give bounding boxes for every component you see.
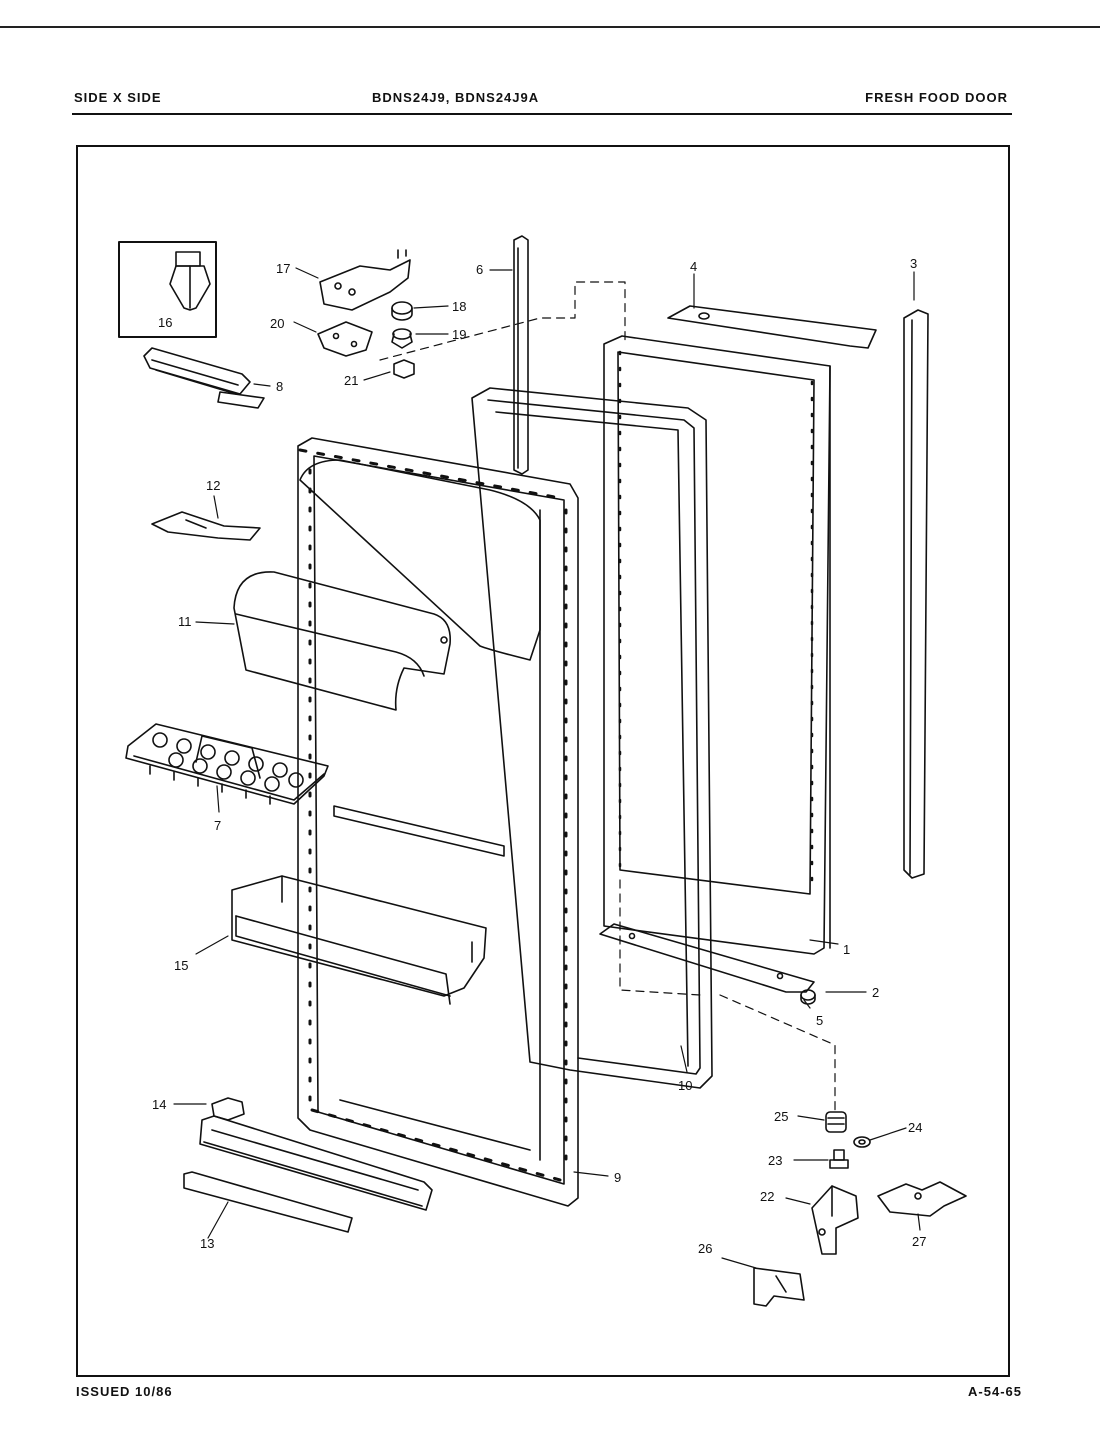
part-label-5: 5 — [816, 1013, 823, 1028]
part-label-17: 17 — [276, 261, 290, 276]
dashed-assembly-lines — [379, 281, 836, 1111]
leader-lines — [173, 267, 921, 1269]
rod-6 — [513, 235, 529, 475]
part-label-11: 11 — [178, 614, 192, 629]
egg-tray-7 — [125, 723, 329, 805]
pin-23 — [829, 1149, 849, 1169]
part-label-12: 12 — [206, 478, 220, 493]
cap-2 — [800, 989, 816, 1005]
bottom-bar-5 — [599, 923, 815, 993]
trim-strip-3 — [903, 309, 929, 879]
hinge-17 — [319, 249, 411, 311]
door-liner-9 — [297, 437, 579, 1207]
part-label-16: 16 — [158, 315, 172, 330]
bottom-shelf — [199, 1115, 433, 1211]
door-shelf-15 — [231, 875, 487, 1005]
top-bar-4 — [667, 305, 877, 349]
shelf-trim-13 — [183, 1171, 353, 1233]
footer-page-code: A-54-65 — [968, 1384, 1022, 1399]
fasteners-18-19-21 — [391, 301, 415, 379]
part-label-14: 14 — [152, 1097, 166, 1112]
footer-issued: ISSUED 10/86 — [76, 1384, 173, 1399]
part-label-15: 15 — [174, 958, 188, 973]
part-label-9: 9 — [614, 1170, 621, 1185]
gasket-10 — [471, 387, 713, 1089]
part-label-3: 3 — [910, 256, 917, 271]
header-right: FRESH FOOD DOOR — [865, 90, 1008, 105]
part-label-6: 6 — [476, 262, 483, 277]
part-label-7: 7 — [214, 818, 221, 833]
part-label-22: 22 — [760, 1189, 774, 1204]
clip-inset — [118, 241, 217, 338]
header-rule — [72, 113, 1012, 115]
header-left: SIDE X SIDE — [74, 90, 162, 105]
bushing-25 — [825, 1111, 847, 1133]
part-label-25: 25 — [774, 1109, 788, 1124]
hinge-plate-27 — [877, 1181, 967, 1217]
part-labels: 1 2 3 4 5 6 7 8 9 10 11 12 13 14 15 16 1… — [152, 256, 926, 1256]
plate-20 — [317, 321, 373, 357]
part-label-2: 2 — [872, 985, 879, 1000]
top-rule — [0, 26, 1100, 28]
part-label-27: 27 — [912, 1234, 926, 1249]
part-label-8: 8 — [276, 379, 283, 394]
bracket-26 — [753, 1267, 805, 1307]
header-center: BDNS24J9, BDNS24J9A — [372, 90, 540, 105]
bracket-8 — [143, 347, 265, 409]
part-label-19: 19 — [452, 327, 466, 342]
bracket-12 — [151, 511, 261, 541]
door-panel-1 — [603, 335, 831, 955]
part-label-24: 24 — [908, 1120, 922, 1135]
part-label-1: 1 — [843, 942, 850, 957]
part-label-4: 4 — [690, 259, 697, 274]
dairy-door-11 — [233, 571, 451, 711]
part-label-26: 26 — [698, 1241, 712, 1256]
diagram-frame — [76, 145, 1010, 1377]
part-label-23: 23 — [768, 1153, 782, 1168]
bracket-22 — [811, 1185, 859, 1255]
part-label-13: 13 — [200, 1236, 214, 1251]
part-label-20: 20 — [270, 316, 284, 331]
washer-24 — [853, 1136, 871, 1148]
part-label-21: 21 — [344, 373, 358, 388]
part-label-18: 18 — [452, 299, 466, 314]
part-label-10: 10 — [678, 1078, 692, 1093]
